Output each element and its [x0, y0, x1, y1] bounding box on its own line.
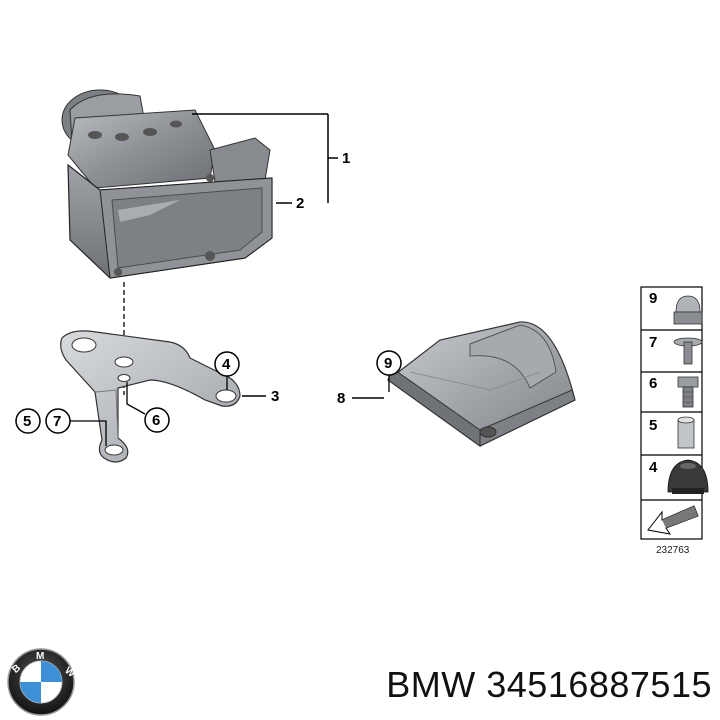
callout-8: 8 [337, 390, 345, 407]
rivet-icon [673, 337, 703, 365]
callout-9: 9 [384, 355, 392, 372]
legend-num-6: 6 [649, 375, 657, 392]
legend-num-7: 7 [649, 334, 657, 351]
part-number: 34516887515 [486, 664, 712, 705]
callout-leader-1-2 [192, 113, 338, 204]
callout-7: 7 [53, 413, 61, 430]
diagram-ref-number: 232763 [656, 545, 690, 556]
direction-arrow-icon [647, 505, 699, 535]
callout-6: 6 [152, 412, 160, 429]
callout-4: 4 [222, 356, 231, 373]
bmw-logo: B M W [7, 648, 77, 716]
bushing-icon [677, 416, 695, 449]
control-unit-housing [386, 321, 576, 447]
callout-5: 5 [23, 413, 31, 430]
legend-num-5: 5 [649, 417, 657, 434]
fastener-legend: 9 7 6 5 4 [640, 286, 709, 556]
callout-3: 3 [271, 388, 279, 405]
abs-hydraulic-unit [61, 89, 273, 279]
brand-name: BMW [386, 664, 476, 705]
svg-text:M: M [36, 651, 44, 662]
callout-2: 2 [296, 195, 304, 212]
legend-num-9: 9 [649, 290, 657, 307]
callout-6-circle [144, 407, 170, 433]
mounting-bracket [60, 330, 241, 463]
callout-5-circle [15, 408, 41, 434]
hex-bolt-icon [677, 376, 699, 408]
part-caption: BMW 34516887515 [386, 664, 712, 706]
legend-num-4: 4 [649, 459, 658, 476]
callout-1: 1 [342, 150, 350, 167]
rubber-grommet-icon [667, 459, 709, 494]
cap-nut-icon [673, 295, 703, 325]
